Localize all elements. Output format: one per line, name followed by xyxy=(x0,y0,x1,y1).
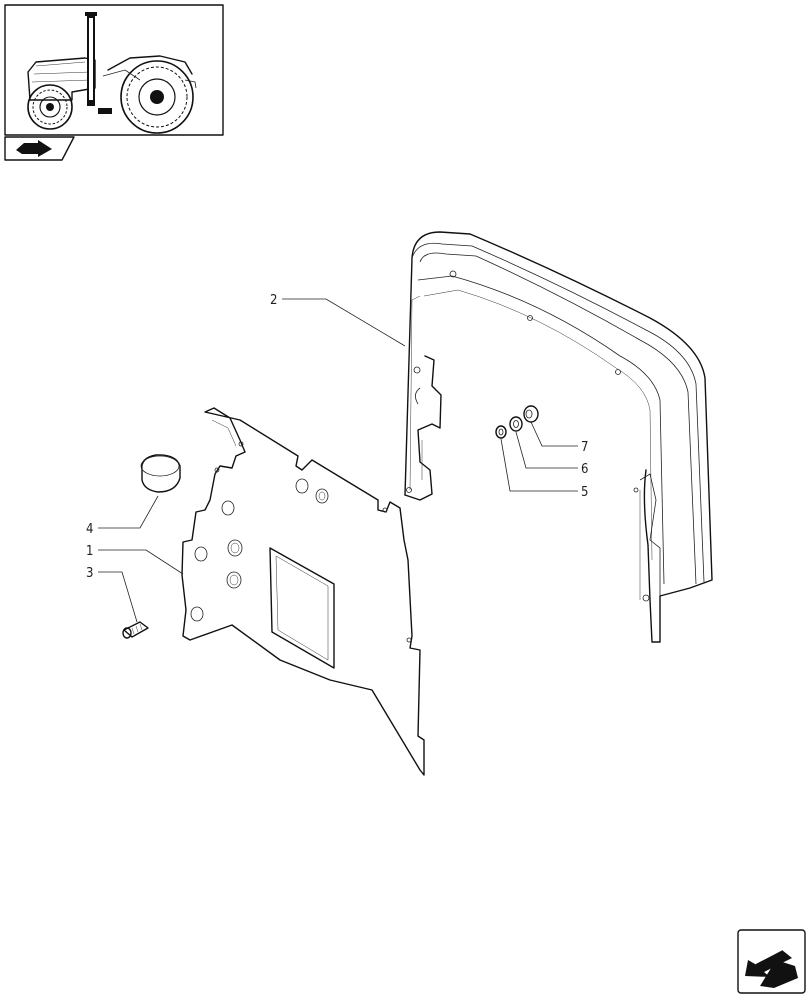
tractor-icon xyxy=(27,12,197,134)
section-tab-icon[interactable] xyxy=(4,136,75,161)
washer-set[interactable] xyxy=(495,405,539,439)
plug-cap-part[interactable] xyxy=(140,454,181,493)
callout-1: 1 xyxy=(86,544,93,559)
side-panel-part[interactable] xyxy=(181,407,425,776)
callout-6: 6 xyxy=(581,462,588,477)
callout-5: 5 xyxy=(581,485,588,500)
callout-4: 4 xyxy=(86,522,93,537)
tractor-location-thumbnail[interactable] xyxy=(4,4,224,136)
callout-2: 2 xyxy=(270,293,277,308)
leader-lines xyxy=(98,298,578,623)
bolt-part[interactable] xyxy=(122,621,149,639)
roll-bar-part[interactable] xyxy=(404,231,713,643)
callout-3: 3 xyxy=(86,566,93,581)
callout-7: 7 xyxy=(581,440,588,455)
next-page-arrow-icon[interactable] xyxy=(737,929,806,994)
